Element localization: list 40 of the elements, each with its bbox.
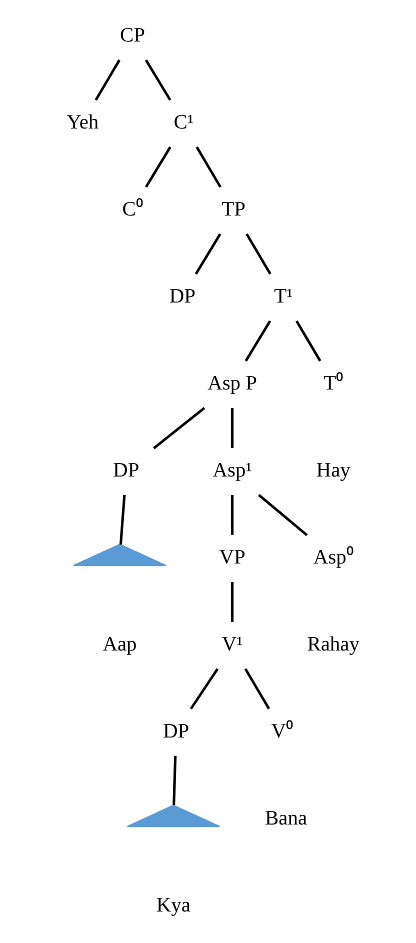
- connector: [119, 494, 126, 545]
- connector: [295, 320, 322, 362]
- connector: [190, 668, 219, 710]
- node-text: DP: [162, 720, 190, 742]
- node-text: V⁰: [271, 720, 294, 742]
- connector: [246, 233, 272, 275]
- node-text: DP: [169, 285, 196, 308]
- node-text: TP: [222, 198, 246, 220]
- connector: [94, 59, 121, 101]
- connector: [144, 146, 172, 188]
- node-label: Bana: [265, 807, 308, 830]
- node-text: VP: [219, 546, 246, 568]
- connector: [258, 494, 308, 536]
- node-label: Rahay: [307, 633, 360, 656]
- connector: [244, 320, 272, 362]
- node-text: C⁰: [122, 198, 143, 220]
- node-label: Aap: [102, 633, 137, 656]
- connector: [153, 406, 206, 450]
- node-text: Asp¹: [212, 459, 252, 482]
- connector: [244, 668, 270, 710]
- node-triangle: [73, 544, 166, 566]
- node-text: C¹: [174, 111, 194, 134]
- connector: [194, 233, 222, 275]
- connector: [144, 59, 172, 101]
- node-text: CP: [120, 24, 146, 46]
- node-text: Yeh: [66, 111, 99, 134]
- connector: [172, 756, 177, 806]
- node-triangle: [126, 804, 220, 828]
- node-text: Asp P: [208, 372, 258, 394]
- node-label: Kya: [156, 894, 191, 916]
- connector: [231, 408, 234, 448]
- node-label: Hay: [316, 459, 350, 482]
- node-text: T⁰: [324, 372, 344, 394]
- node-text: V¹: [222, 633, 243, 656]
- connector: [231, 582, 234, 622]
- connector: [196, 146, 222, 188]
- node-text: T¹: [274, 285, 293, 308]
- node-text: Asp⁰: [313, 546, 354, 568]
- node-text: DP: [113, 459, 140, 482]
- connector: [231, 494, 234, 535]
